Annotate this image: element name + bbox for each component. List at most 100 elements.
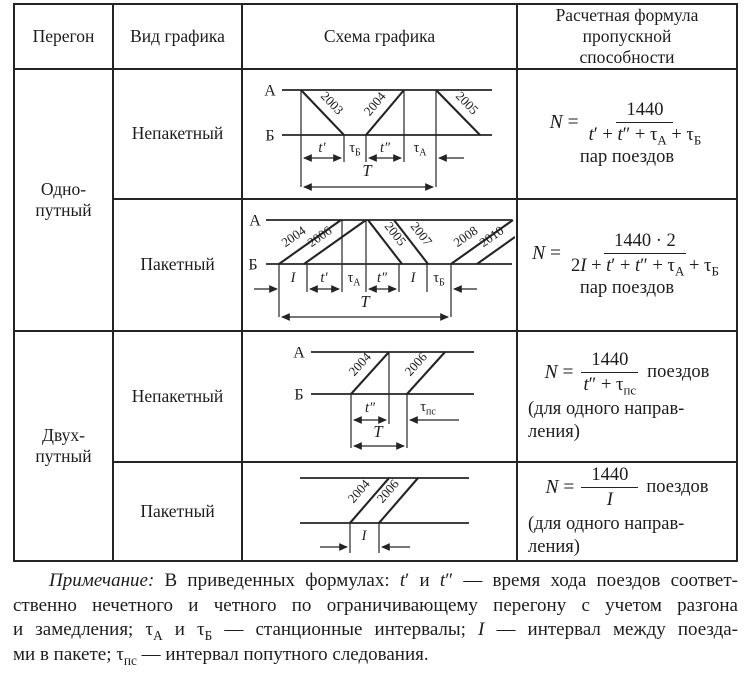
formula-nonpacket-double: N = 1440 t″ + τпс поездов (для одного на… [518,350,736,444]
train-lines: 2004 2006 [344,476,419,524]
numerator: 1440 · 2 [604,231,686,254]
cell-diagram-3: А Б 2004 2006 [241,330,518,463]
formula-lhs: N = [532,242,562,264]
capacity-table: Перегон Вид графика Схема графика Расчет… [13,3,738,562]
dimension-labels: t′ τБ t″ τА T [318,140,427,180]
row-single-packet: Пакетный А Б [14,198,738,332]
header-schema-grafika: Схема графика [241,3,518,70]
fraction: 1440 I [581,465,639,511]
train-lines: 2004 2006 [345,349,446,395]
row-single-nonpacket: Одно-путный Непакетный А Б [13,68,738,332]
interval-i-label: I [410,270,417,286]
dimension-labels: I t′ τА t″ I τБ T [290,270,445,311]
t-prime-label: t′ [318,140,326,156]
cell-vid-packet-1: Пакетный [112,198,243,332]
cell-vid-packet-2: Пакетный [112,461,243,562]
formula-line: N = 1440 · 2 2I + t′ + t″ + τА + τБ [532,231,722,279]
formula-lhs: N = [544,361,574,383]
formula-lhs: N = [549,111,579,133]
station-a-label: А [293,345,305,362]
train-lines: 2004 2006 2005 2007 2008 2010 [278,219,515,265]
period-t-label: T [373,422,384,441]
dimension-arrows [254,285,477,321]
interval-i-label: I [361,528,368,544]
formula-lhs: N = [545,476,575,498]
dimension-ticks [349,523,380,553]
period-t-label: T [360,292,371,311]
formula-units: пар поездов [579,278,675,299]
footnote-line: ми в пакете; τпс — интервал попутного сл… [13,643,429,668]
cell-diagram-4: 2004 2006 I [241,461,518,562]
fraction: 1440 t″ + τпс [581,350,640,398]
t-prime-label: t′ [320,270,328,286]
formula-nonpacket-single: N = 1440 t′ + t″ + τА + τБ пар поездов [518,100,736,169]
station-b-label: Б [248,257,257,274]
footnote-line: Примечание: В приведенных формулах: t′ и… [49,570,738,591]
t-double-prime-label: t″ [365,400,376,416]
formula-units: поездов [646,477,709,498]
tau-a-label: τА [413,140,427,159]
diagram-single-nonpacket: А Б 2003 2004 2005 [264,83,492,191]
cell-peregon-double: Двух-путный [13,330,114,562]
formula-line: N = 1440 t″ + τпс поездов [544,350,710,398]
footnote-line: ственно нечетного и четного по ограничив… [13,594,738,616]
cell-diagram-1: А Б 2003 2004 2005 [241,68,518,200]
tau-b-label: τБ [349,140,361,159]
diagram-double-nonpacket: А Б 2004 2006 [293,345,474,450]
formula-units: поездов [647,362,710,383]
formula-note: (для одного направ-ления) [528,399,685,442]
station-axes [300,477,469,524]
dimension-labels: I [361,528,368,544]
station-axes: А Б [293,345,474,404]
formula-note: (для одного направ-ления) [528,514,685,557]
numerator: 1440 [581,465,639,488]
cell-vid-nonpacket-2: Непакетный [112,330,243,463]
denominator: t′ + t″ + τА + τБ [588,125,702,148]
dimension-arrows [303,154,464,191]
fraction: 1440 · 2 2I + t′ + t″ + τА + τБ [568,231,722,279]
header-vid-grafika: Вид графика [112,3,243,70]
tau-ps-label: τпс [420,399,436,418]
diagram-single-packet: А Б 2004 2006 2005 [248,213,515,321]
station-b-label: Б [265,128,274,145]
diagram-double-packet: 2004 2006 I [300,476,469,553]
station-a-label: А [249,213,261,230]
interval-i-label: I [290,270,297,286]
cell-formula-3: N = 1440 t″ + τпс поездов (для одного на… [516,330,738,463]
tau-a-label: τА [347,270,361,289]
fraction: 1440 t′ + t″ + τА + τБ [586,100,705,148]
dimension-ticks [278,220,452,317]
numerator: 1440 [616,100,674,123]
formula-units: пар поездов [579,147,675,168]
cell-formula-2: N = 1440 · 2 2I + t′ + t″ + τА + τБ пар … [516,198,738,332]
t-double-prime-label: t″ [380,140,391,156]
dimension-labels: t″ τпс T [365,399,436,441]
dimension-ticks [300,90,437,187]
formula-line: N = 1440 t′ + t″ + τА + τБ [549,100,705,148]
cell-formula-4: N = 1440 I поездов (для одного направ-ле… [516,461,738,562]
formula-packet-double: N = 1440 I поездов (для одного направ-ле… [518,465,736,559]
footnote-line: и замедления; τА и τБ — станционные инте… [13,619,738,643]
numerator: 1440 [581,350,639,373]
formula-line: N = 1440 I поездов [545,465,708,511]
row-double-nonpacket: Двух-путный Непакетный А Б [13,330,738,562]
header-peregon: Перегон [13,3,114,70]
dimension-ticks [350,352,408,448]
denominator: 2I + t′ + t″ + τА + τБ [571,256,719,279]
cell-peregon-single: Одно-путный [13,68,114,332]
cell-diagram-2: А Б 2004 2006 2005 [241,198,518,332]
footnote: Примечание: В приведенных формулах: t′ и… [13,569,738,667]
row-double-packet: Пакетный 2004 [14,461,738,562]
denominator: t″ + τпс [583,374,637,398]
station-axes: А Б [264,83,492,145]
denominator: I [606,489,613,510]
station-b-label: Б [294,387,303,404]
cell-formula-1: N = 1440 t′ + t″ + τА + τБ пар поездов [516,68,738,200]
cell-vid-nonpacket-1: Непакетный [112,68,243,200]
tau-b-label: τБ [433,270,445,289]
t-double-prime-label: t″ [377,270,388,286]
formula-packet-single: N = 1440 · 2 2I + t′ + t″ + τА + τБ пар … [518,231,736,300]
station-a-label: А [264,83,276,100]
